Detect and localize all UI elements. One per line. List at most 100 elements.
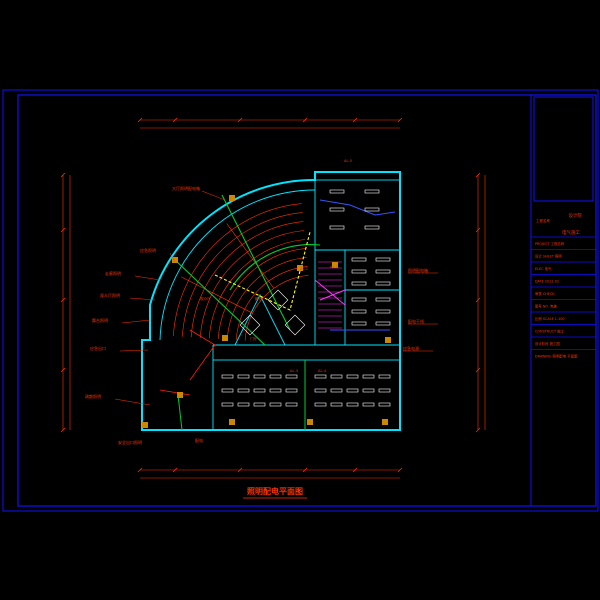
- fluorescent-fixture: [362, 388, 375, 393]
- fluorescent-fixture: [351, 257, 367, 262]
- distribution-panel-box: [142, 422, 148, 428]
- green-circuit-e: [177, 394, 183, 431]
- left-annotation-label: 舞台照明: [92, 317, 108, 323]
- fluorescent-fixture: [285, 402, 298, 407]
- fluorescent-fixture: [314, 388, 327, 393]
- fluorescent-fixture: [364, 207, 380, 212]
- fluorescent-fixture: [269, 374, 282, 379]
- distribution-panel-box: [177, 392, 183, 398]
- fluorescent-fixture: [285, 388, 298, 393]
- fluorescent-fixture: [351, 297, 367, 302]
- title-block-row: 设计 SHEET 照明: [535, 254, 562, 259]
- left-annotation-label: 大厅照明配电箱: [172, 185, 200, 191]
- fluorescent-fixture: [314, 374, 327, 379]
- fluorescent-fixture: [269, 402, 282, 407]
- bottom-label-panel: 配电: [195, 437, 203, 443]
- fluorescent-fixture: [346, 388, 359, 393]
- distribution-panel-box: [332, 262, 338, 268]
- fluorescent-fixture: [329, 225, 345, 230]
- seat-row-arc: [217, 248, 306, 339]
- fluorescent-fixture: [330, 388, 343, 393]
- fluorescent-fixture: [362, 374, 375, 379]
- red-feeder: [159, 329, 216, 396]
- fluorescent-fixture: [269, 388, 282, 393]
- fluorescent-fixture: [346, 374, 359, 379]
- right-annotation-label: 应急电源: [403, 345, 419, 351]
- seat-row-arc: [190, 221, 304, 338]
- fluorescent-fixture: [329, 189, 345, 194]
- aisle-line: [226, 223, 275, 289]
- ceiling-light-fixture: [267, 289, 289, 311]
- room-label: 观众厅: [200, 296, 211, 301]
- fluorescent-fixture: [351, 281, 367, 286]
- fluorescent-fixture: [375, 269, 391, 274]
- fluorescent-fixture: [364, 225, 380, 230]
- seat-row-arc: [226, 257, 307, 340]
- drawing-title: 照明配电平面图: [247, 486, 303, 496]
- green-circuit-b: [174, 259, 266, 346]
- fluorescent-fixture: [253, 402, 266, 407]
- blue-feeder: [319, 199, 396, 331]
- fluorescent-fixture: [237, 388, 250, 393]
- fluorescent-fixture: [237, 402, 250, 407]
- core-room-a: [314, 249, 401, 346]
- yellow-circuit: [214, 231, 311, 311]
- fluorescent-fixture: [221, 374, 234, 379]
- title-block-drawing-name: 电气施工: [562, 229, 580, 236]
- ceiling-light-fixture: [284, 314, 306, 336]
- fluorescent-fixture: [253, 374, 266, 379]
- fluorescent-fixture: [221, 402, 234, 407]
- seat-row-arc: [173, 203, 302, 337]
- distribution-panel-box: [222, 335, 228, 341]
- distribution-panel-box: [307, 419, 313, 425]
- left-annotation-label: 应急出口: [90, 345, 106, 351]
- title-block-row: 审核 CHECK: [535, 291, 555, 296]
- left-annotation-label: 应急照明: [140, 247, 156, 253]
- seat-row-arc: [199, 230, 305, 338]
- room-label: 舞台: [255, 296, 263, 301]
- fluorescent-fixture: [378, 402, 391, 407]
- seat-row-arc: [235, 266, 308, 341]
- title-block-row: DATE 2011-02: [535, 280, 559, 284]
- fluorescent-fixture: [362, 402, 375, 407]
- core-room-b: [314, 179, 401, 251]
- seat-row-arc: [208, 239, 306, 339]
- light-fixtures: [221, 189, 391, 407]
- fluorescent-fixture: [375, 257, 391, 262]
- right-annotation-label: 配电干线: [408, 318, 424, 324]
- title-block-row: 图号 NO. 电施: [535, 304, 557, 309]
- magenta-circuit: [314, 279, 346, 306]
- fluorescent-fixture: [351, 269, 367, 274]
- room-label: 门厅: [250, 336, 258, 341]
- distribution-panel-box: [229, 419, 235, 425]
- seat-row-arc: [182, 212, 303, 337]
- room-label: AL-5: [344, 159, 352, 163]
- auditorium-seating: [173, 203, 309, 341]
- distribution-panel-box: [172, 257, 178, 263]
- distribution-panels: [142, 195, 391, 428]
- title-block-logo-box: [533, 96, 594, 202]
- room-label: AL-3: [290, 369, 298, 373]
- distribution-panel-box: [385, 337, 391, 343]
- corridor-block: [212, 359, 401, 431]
- room-label: AL-2: [330, 265, 338, 269]
- fluorescent-fixture: [253, 388, 266, 393]
- title-block-company: 设计院: [569, 212, 583, 219]
- bottom-label-exit: 安全出口照明: [118, 439, 142, 445]
- circuit-lines: [159, 194, 396, 431]
- fluorescent-fixture: [375, 309, 391, 314]
- inner-border: [17, 94, 597, 507]
- fluorescent-fixture: [375, 281, 391, 286]
- distribution-panel-box: [297, 265, 303, 271]
- fluorescent-fixture: [285, 374, 298, 379]
- fluorescent-fixture: [237, 374, 250, 379]
- title-block-project-label: 工程名称: [536, 218, 550, 223]
- aisle-line: [181, 276, 253, 314]
- dimension-lines: [62, 119, 486, 479]
- fluorescent-fixture: [314, 402, 327, 407]
- title-block-row: 设计阶段 施工图: [535, 341, 560, 346]
